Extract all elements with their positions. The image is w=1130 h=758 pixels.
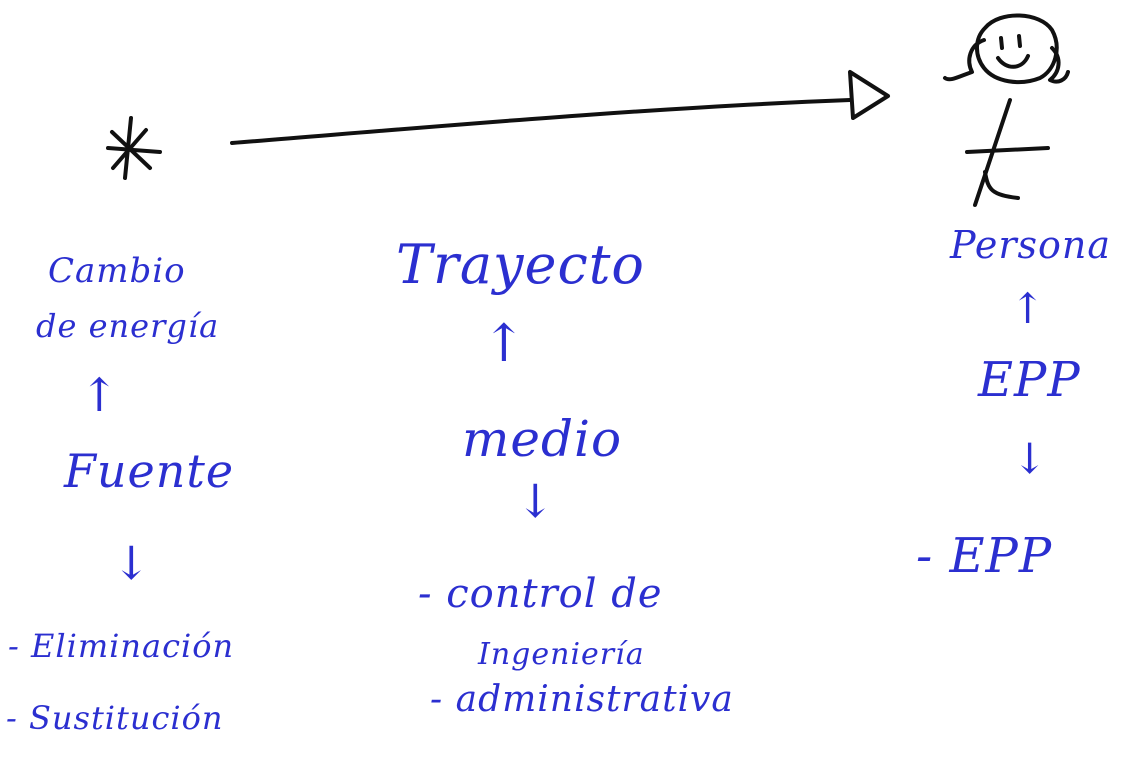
- path-arrow: [230, 70, 890, 145]
- heading-trayecto: Trayecto: [396, 233, 645, 296]
- heading-cambio: Cambio: [48, 251, 186, 291]
- down-arrow-icon: ↓: [112, 536, 152, 590]
- stick-figure-icon: [943, 13, 1070, 207]
- heading-persona: Persona: [950, 223, 1112, 267]
- control-de: - control de: [418, 571, 663, 617]
- asterisk-icon: [106, 116, 162, 180]
- down-arrow-icon: ↓: [1012, 434, 1049, 483]
- control-administrativa: - administrativa: [430, 679, 734, 720]
- control-epp: - EPP: [916, 528, 1053, 584]
- up-arrow-icon: ↑: [80, 368, 120, 422]
- up-arrow-icon: ↑: [482, 314, 527, 374]
- control-eliminacion: - Eliminación: [8, 627, 235, 665]
- control-sustitucion: - Sustitución: [6, 699, 224, 737]
- heading-de-energia: de energía: [36, 307, 220, 345]
- down-arrow-icon: ↓: [516, 474, 556, 528]
- node-epp: EPP: [978, 352, 1081, 408]
- node-medio: medio: [462, 410, 623, 468]
- up-arrow-icon: ↑: [1010, 284, 1047, 333]
- node-fuente: Fuente: [64, 444, 235, 498]
- control-ingenieria: Ingeniería: [478, 637, 645, 672]
